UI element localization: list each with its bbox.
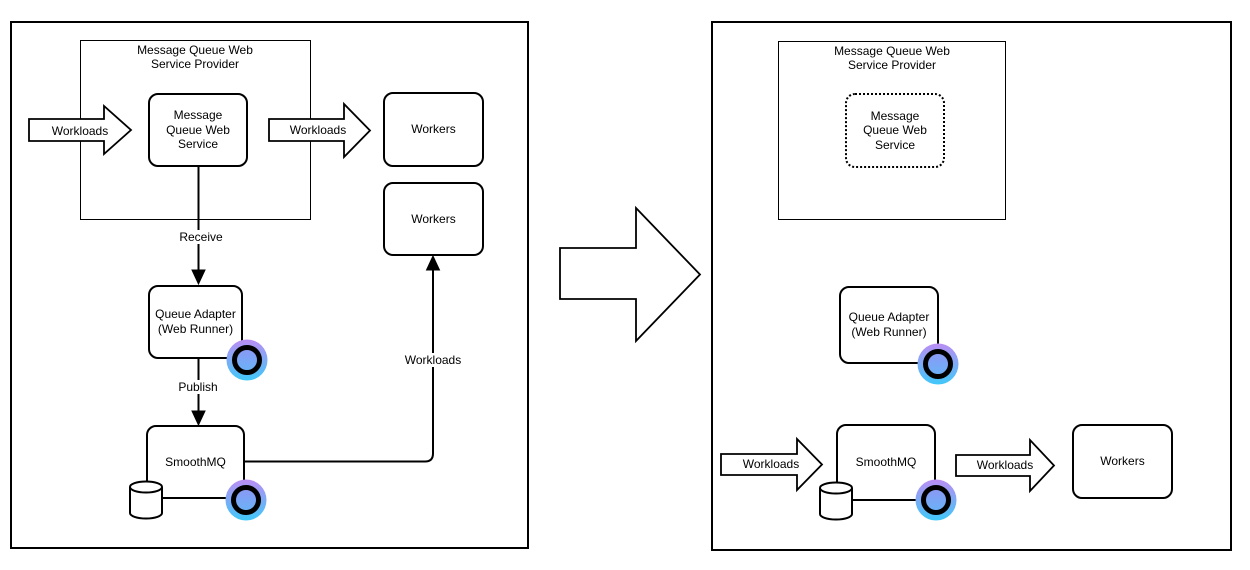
workloads-out-label-after: Workloads <box>976 458 1034 472</box>
node-queue-adapter-after[interactable]: Queue Adapter (Web Runner) <box>839 286 939 364</box>
node-queue-adapter-before[interactable]: Queue Adapter (Web Runner) <box>148 285 243 359</box>
node-mq-web-service-after-dotted[interactable]: Message Queue Web Service <box>845 93 945 168</box>
node-smoothmq-before[interactable]: SmoothMQ <box>146 425 245 499</box>
node-label: Queue Adapter (Web Runner) <box>848 310 930 339</box>
after-panel-frame[interactable] <box>711 21 1232 551</box>
node-workers-top-before[interactable]: Workers <box>383 92 484 167</box>
node-label: Workers <box>1100 454 1145 469</box>
node-label: SmoothMQ <box>165 454 226 469</box>
workloads-in-label-before: Workloads <box>51 124 109 138</box>
node-label: Workers <box>411 122 456 137</box>
receive-label: Receive <box>177 230 225 244</box>
workloads-out-label-before: Workloads <box>289 123 347 137</box>
before-after-transition-arrow[interactable] <box>559 205 702 344</box>
workloads-in-label-after: Workloads <box>742 457 800 471</box>
node-workers-bottom-before[interactable]: Workers <box>383 182 484 256</box>
publish-label: Publish <box>176 380 220 394</box>
node-label: SmoothMQ <box>855 455 917 470</box>
node-label: Workers <box>411 211 456 226</box>
node-smoothmq-after[interactable]: SmoothMQ <box>836 424 936 501</box>
node-label: Message Queue Web Service <box>166 108 230 152</box>
node-workers-after[interactable]: Workers <box>1072 424 1173 499</box>
node-mq-web-service-before[interactable]: Message Queue Web Service <box>148 93 248 167</box>
node-label: Queue Adapter (Web Runner) <box>155 307 236 336</box>
workloads-loop-label: Workloads <box>402 353 464 367</box>
node-label: Message Queue Web Service <box>863 108 927 152</box>
before-panel-frame[interactable] <box>10 21 529 549</box>
